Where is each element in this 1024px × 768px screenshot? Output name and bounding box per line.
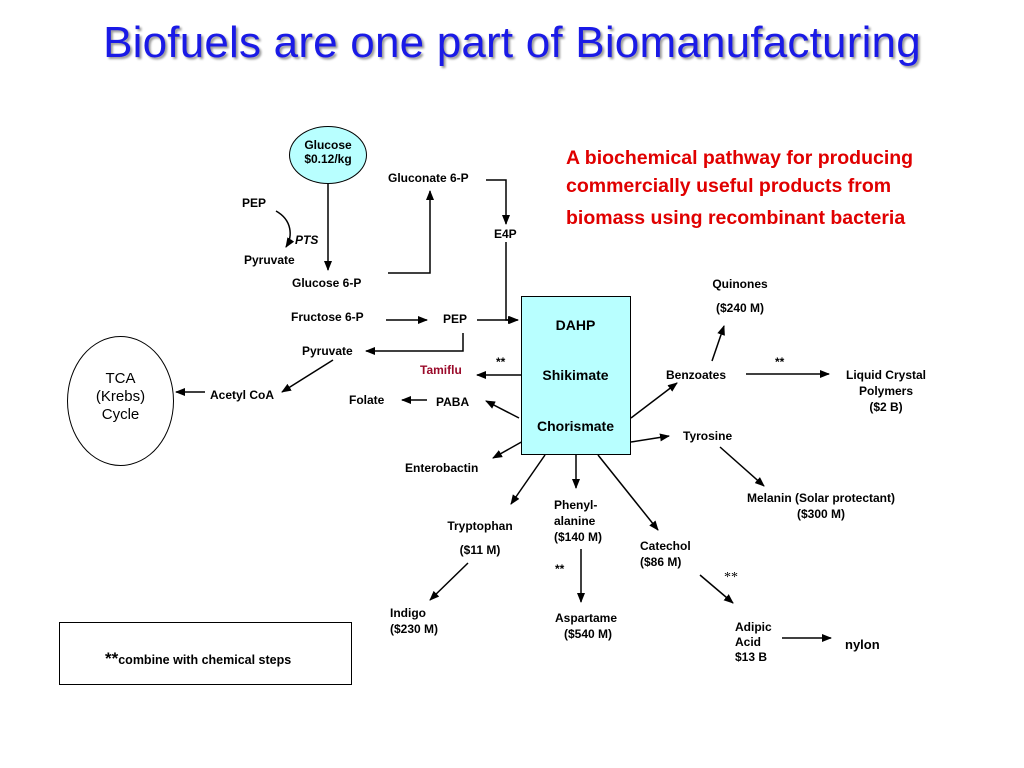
lcp-line-2: Polymers — [858, 384, 914, 398]
arrow-core-to-benzoates — [630, 382, 678, 419]
aspartame-line-2: ($540 M) — [563, 627, 613, 641]
pts-label: PTS — [295, 233, 319, 247]
legend-note-label: combine with chemical steps — [118, 653, 292, 667]
phenylalanine-line-2: alanine — [554, 514, 596, 528]
tryptophan-value: ($11 M) — [459, 543, 501, 557]
aspartame-line-1: Aspartame — [554, 611, 618, 625]
description-line-3: biomass using recombinant bacteria — [566, 207, 906, 229]
adipic-line-1: Adipic — [735, 620, 772, 634]
lcp-line-3: ($2 B) — [869, 400, 903, 414]
folate-label: Folate — [349, 393, 385, 407]
arrow-tyrosine-to-melanin — [719, 446, 765, 487]
legend-note-box: **combine with chemical steps — [59, 622, 352, 685]
indigo-line-2: ($230 M) — [390, 622, 439, 636]
description-line-1: A biochemical pathway for producing — [566, 147, 914, 169]
arrow-core-to-tyrosine — [630, 433, 670, 443]
shikimate-pathway-box: DAHP Shikimate Chorismate — [521, 296, 631, 455]
legend-note-stars: ** — [105, 649, 119, 668]
adipic-line-2: Acid — [735, 635, 762, 649]
melanin-line-2: ($300 M) — [796, 507, 846, 521]
tamiflu-star-marker: ** — [496, 355, 506, 369]
pyruvate-top-label: Pyruvate — [244, 253, 295, 267]
arrow-tryptophan-to-indigo — [429, 562, 469, 601]
slide-title: Biofuels are one part of Biomanufacturin… — [103, 18, 921, 67]
chorismate-label: Chorismate — [536, 418, 615, 434]
arrow-core-to-catechol — [597, 454, 659, 531]
arrow-core-to-enterobactin — [492, 439, 526, 459]
arrow-catechol-to-adipic — [699, 574, 734, 604]
tryptophan-label: Tryptophan — [447, 519, 513, 533]
arrow-pep-to-pyruvate-mid — [365, 333, 464, 355]
nylon-label: nylon — [845, 637, 880, 652]
acetylcoa-label: Acetyl CoA — [210, 388, 275, 402]
indigo-line-1: Indigo — [390, 606, 426, 620]
tca-cycle-node: TCA (Krebs) Cycle — [67, 336, 174, 466]
glucose-node: Glucose $0.12/kg — [289, 126, 367, 184]
pep-top-label: PEP — [242, 196, 267, 210]
glucose-price: $0.12/kg — [304, 152, 352, 166]
melanin-line-1: Melanin (Solar protectant) — [746, 491, 895, 505]
tamiflu-label: Tamiflu — [420, 363, 462, 377]
arrow-pyruvate-to-acetylcoa — [281, 359, 334, 393]
pyruvate-mid-label: Pyruvate — [302, 344, 353, 358]
glucose-label: Glucose — [304, 138, 352, 152]
phenylalanine-line-3: ($140 M) — [554, 530, 603, 544]
gluconate6p-label: Gluconate 6-P — [388, 171, 469, 185]
glucose6p-label: Glucose 6-P — [292, 276, 362, 290]
aspartame-star-marker: ** — [555, 562, 565, 576]
tca-line-1: TCA — [105, 370, 136, 387]
legend-note-text: **combine with chemical steps — [105, 649, 291, 669]
dahp-label: DAHP — [555, 317, 596, 333]
phenylalanine-line-1: Phenyl- — [554, 498, 598, 512]
catechol-line-1: Catechol — [640, 539, 691, 553]
e4p-label: E4P — [494, 227, 517, 241]
arrow-pep-to-pyruvate — [275, 210, 295, 248]
arrow-gluconate6p-to-e4p — [486, 179, 510, 225]
tca-line-3: Cycle — [101, 406, 140, 423]
arrow-e4p-to-dahp — [505, 242, 519, 324]
lcp-star-marker: ** — [775, 355, 785, 369]
fructose6p-label: Fructose 6-P — [291, 310, 364, 324]
quinones-value: ($240 M) — [715, 301, 765, 315]
paba-label: PABA — [436, 395, 470, 409]
lcp-line-1: Liquid Crystal — [845, 368, 926, 382]
benzoates-label: Benzoates — [666, 368, 727, 382]
shikimate-label: Shikimate — [542, 367, 609, 383]
tyrosine-label: Tyrosine — [683, 429, 733, 443]
description: A biochemical pathway for producing comm… — [566, 144, 1011, 232]
tca-line-2: (Krebs) — [95, 388, 146, 405]
adipic-star-marker: ** — [724, 570, 738, 585]
enterobactin-label: Enterobactin — [405, 461, 479, 475]
arrow-core-to-paba — [485, 400, 520, 419]
quinones-label: Quinones — [712, 277, 768, 291]
pep-mid-label: PEP — [443, 312, 468, 326]
description-line-2: commercially useful products from — [566, 175, 892, 197]
arrow-glucose6p-to-gluconate6p — [388, 190, 434, 274]
adipic-line-3: $13 B — [735, 650, 768, 664]
catechol-line-2: ($86 M) — [640, 555, 682, 569]
arrow-benzoates-to-quinones — [711, 325, 725, 362]
arrow-core-to-tryptophan — [510, 454, 546, 505]
